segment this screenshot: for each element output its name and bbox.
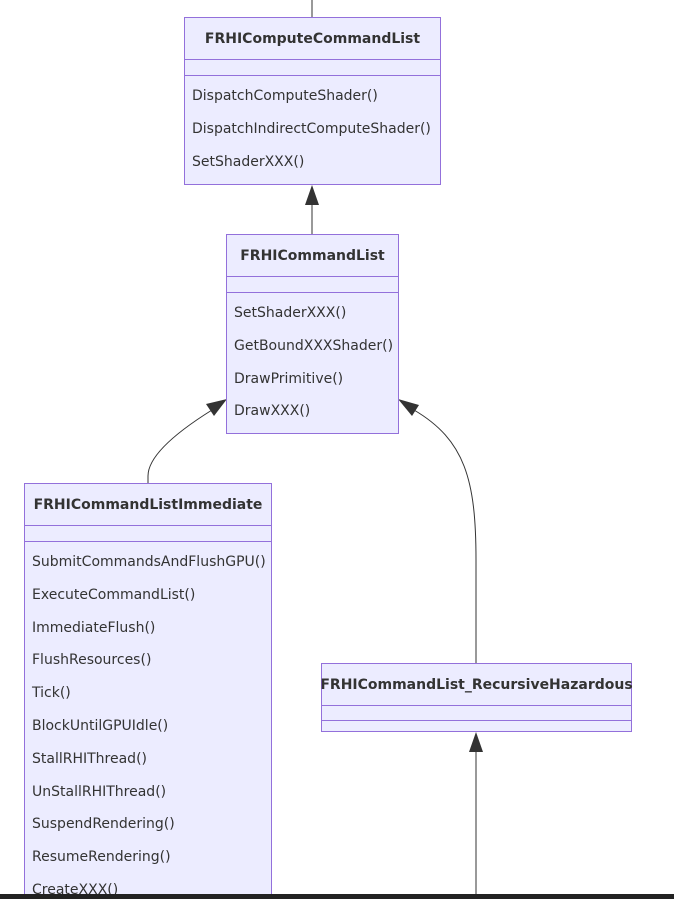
attributes-divider	[25, 525, 271, 526]
edge-arrowhead	[469, 732, 483, 752]
method: CreateXXX()	[32, 881, 119, 898]
methods-divider	[322, 720, 631, 721]
methods-divider	[185, 75, 440, 76]
class-name: FRHICommandListImmediate	[33, 496, 263, 513]
method: ResumeRendering()	[32, 849, 171, 866]
method: GetBoundXXXShader()	[234, 337, 394, 354]
class-name: FRHICommandList	[240, 247, 385, 264]
method: StallRHIThread()	[32, 750, 147, 767]
attributes-divider	[185, 59, 440, 60]
edge-arrowhead	[305, 185, 319, 205]
method: SubmitCommandsAndFlushGPU()	[32, 554, 266, 570]
method: DispatchIndirectComputeShader()	[192, 120, 431, 137]
method-list: SetShaderXXX() GetBoundXXXShader() DrawP…	[227, 303, 398, 434]
edge-recursive-to-commandlist	[413, 409, 477, 663]
method: SuspendRendering()	[32, 816, 175, 833]
class-box-frhicommandlist-recursivehazardous: FRHICommandList_RecursiveHazardous	[320, 663, 633, 732]
edge-immediate-to-commandlist	[147, 409, 213, 483]
method: BlockUntilGPUIdle()	[32, 717, 169, 734]
method: FlushResources()	[32, 652, 152, 669]
method: SetShaderXXX()	[234, 305, 347, 321]
class-box-frhicommandlist: FRHICommandList SetShaderXXX() GetBoundX…	[226, 234, 399, 434]
method: UnStallRHIThread()	[32, 783, 167, 800]
method-list: DispatchComputeShader() DispatchIndirect…	[185, 86, 440, 184]
class-name: FRHICommandList_RecursiveHazardous	[320, 676, 633, 693]
class-box-frhicommandlistimmediate: FRHICommandListImmediate SubmitCommandsA…	[24, 483, 272, 899]
edge-arrowhead	[206, 399, 227, 416]
method-list: SubmitCommandsAndFlushGPU() ExecuteComma…	[25, 552, 271, 899]
class-box-frhicomputecommandlist: FRHIComputeCommandList DispatchComputeSh…	[184, 17, 441, 185]
method: ImmediateFlush()	[32, 619, 156, 636]
method: DispatchComputeShader()	[192, 88, 378, 104]
method: DrawXXX()	[234, 403, 311, 420]
class-name: FRHIComputeCommandList	[204, 30, 421, 47]
attributes-divider	[322, 705, 631, 706]
edge-arrowhead	[398, 399, 419, 416]
method: Tick()	[32, 685, 71, 702]
method: ExecuteCommandList()	[32, 586, 196, 603]
methods-divider	[227, 292, 398, 293]
bottom-scrollbar-edge	[0, 894, 674, 899]
attributes-divider	[227, 276, 398, 277]
methods-divider	[25, 541, 271, 542]
method: SetShaderXXX()	[192, 153, 305, 170]
method: DrawPrimitive()	[234, 370, 344, 387]
